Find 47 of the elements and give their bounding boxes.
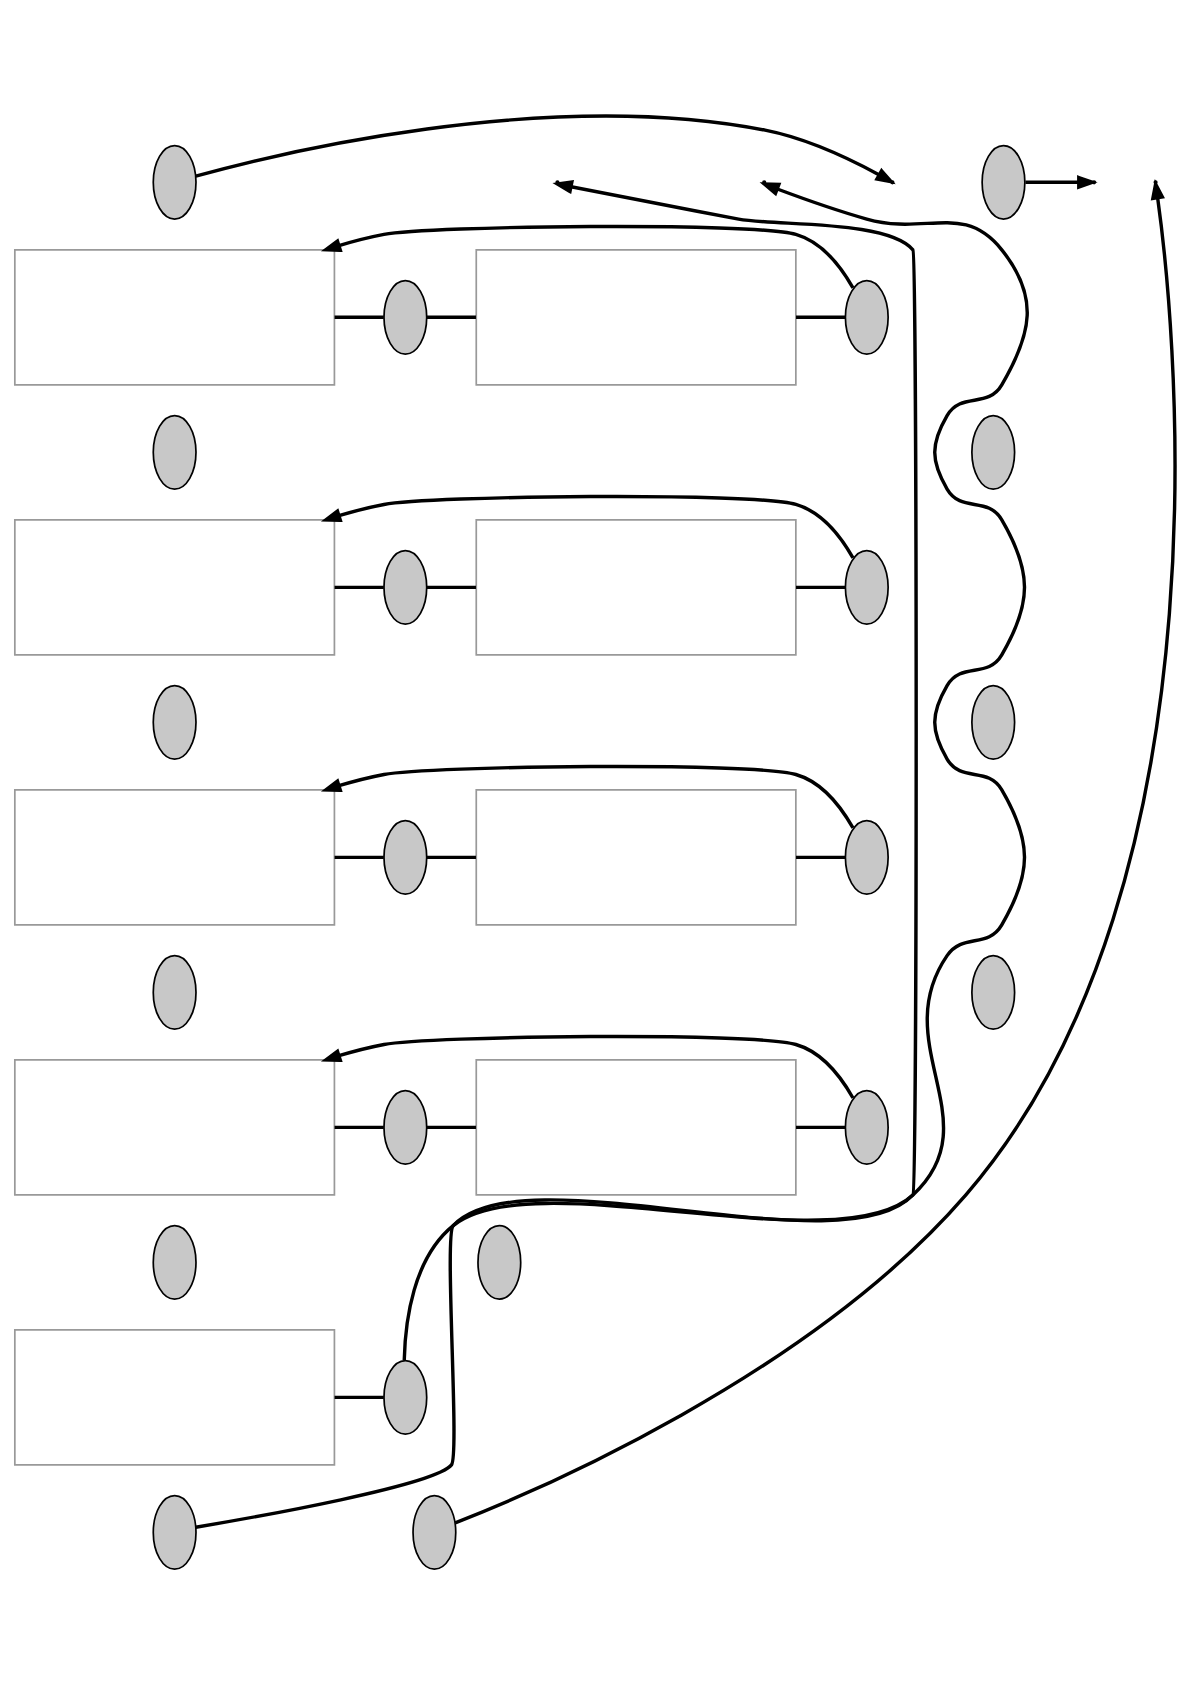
node-ellipse <box>844 549 889 625</box>
node-ellipse <box>477 1224 522 1300</box>
connector <box>796 1125 846 1129</box>
node-ellipse <box>971 954 1016 1030</box>
node-ellipse <box>383 279 428 355</box>
arrow <box>320 764 855 829</box>
node-ellipse <box>152 414 197 490</box>
node-ellipse <box>412 1494 457 1570</box>
connector <box>334 855 384 859</box>
node-ellipse <box>971 684 1016 760</box>
node-ellipse <box>383 819 428 895</box>
node-ellipse <box>981 144 1026 220</box>
connector <box>334 1125 384 1129</box>
arrow <box>320 224 855 289</box>
node-ellipse <box>383 549 428 625</box>
node-ellipse <box>152 684 197 760</box>
node-box <box>475 518 797 656</box>
arrow <box>320 494 855 559</box>
node-ellipse <box>152 1494 197 1570</box>
node-box <box>14 788 336 926</box>
node-box <box>475 788 797 926</box>
connector <box>427 315 476 319</box>
arrow <box>320 1034 855 1099</box>
node-ellipse <box>152 1224 197 1300</box>
node-ellipse <box>383 1359 428 1435</box>
node-ellipse <box>971 414 1016 490</box>
connector <box>334 585 384 589</box>
node-box <box>14 1328 336 1466</box>
connector <box>796 315 846 319</box>
node-box <box>14 518 336 656</box>
connector <box>796 855 846 859</box>
node-ellipse <box>844 819 889 895</box>
node-box <box>475 248 797 386</box>
connector <box>427 1125 476 1129</box>
node-ellipse <box>152 144 197 220</box>
node-ellipse <box>383 1089 428 1165</box>
connector <box>796 585 846 589</box>
connector <box>334 1395 384 1399</box>
connector <box>427 585 476 589</box>
node-box <box>14 248 336 386</box>
node-ellipse <box>152 954 197 1030</box>
node-box <box>475 1058 797 1196</box>
node-box <box>14 1058 336 1196</box>
connector <box>334 315 384 319</box>
node-ellipse <box>844 279 889 355</box>
connector <box>427 855 476 859</box>
node-ellipse <box>844 1089 889 1165</box>
